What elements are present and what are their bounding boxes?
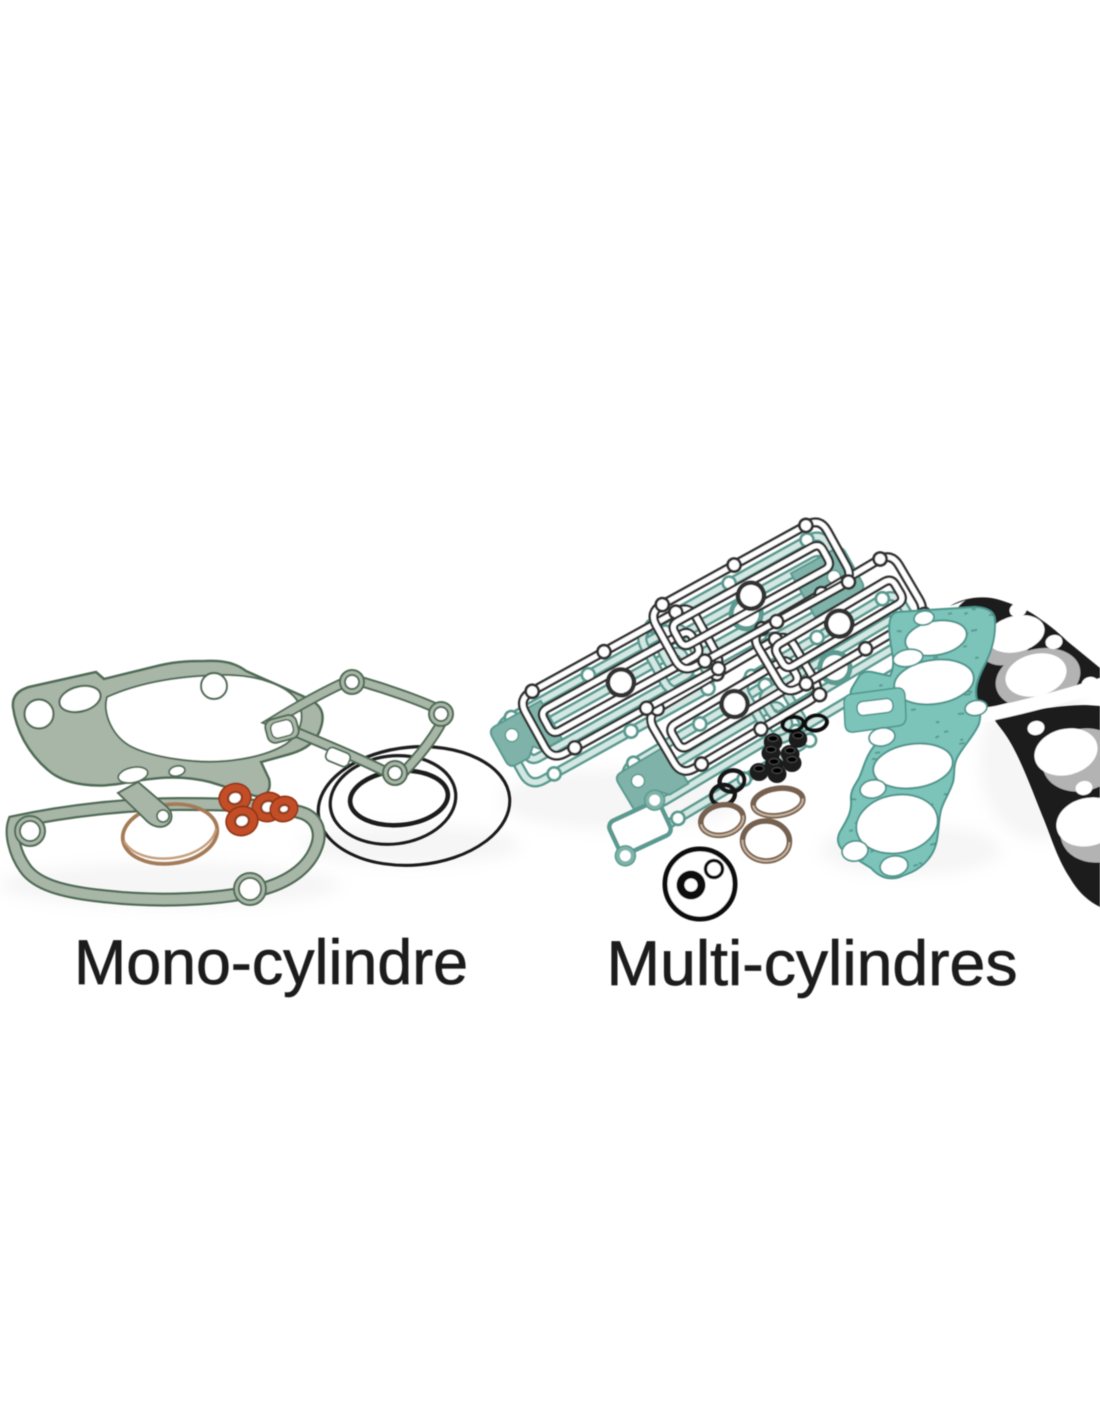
svg-text:Multi-cylindres: Multi-cylindres — [607, 929, 1018, 999]
svg-text:Mono-cylindre: Mono-cylindre — [74, 928, 468, 998]
